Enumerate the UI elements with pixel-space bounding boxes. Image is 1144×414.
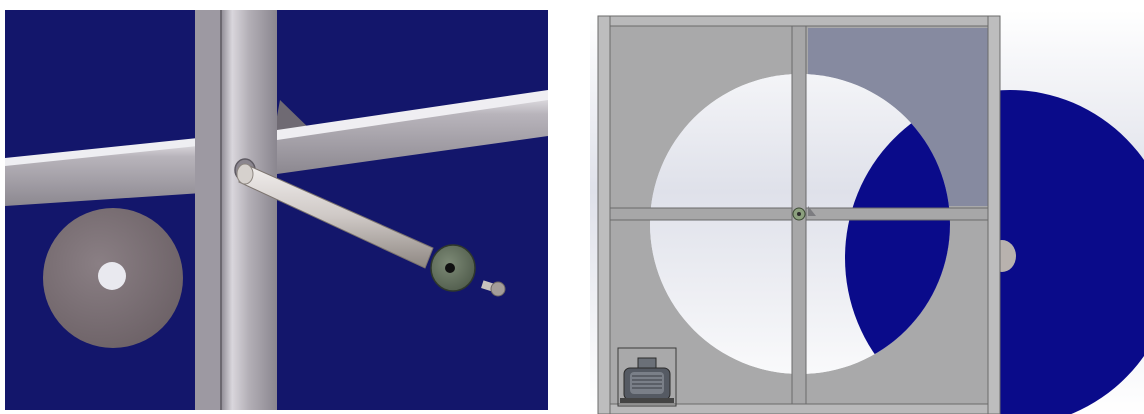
frame-tubes	[597, 15, 1001, 414]
assembly-closeup-view	[5, 10, 548, 410]
front-view-svg	[590, 10, 1144, 414]
washer	[430, 244, 476, 292]
assembly-front-view	[590, 10, 1144, 414]
center-bushing	[792, 206, 816, 221]
bolt	[481, 280, 506, 297]
closeup-svg	[5, 10, 548, 410]
background-disc	[43, 208, 183, 348]
vertical-bar	[195, 10, 277, 410]
horizontal-bar-left	[5, 136, 217, 206]
horizontal-bar-right	[277, 90, 548, 174]
motor	[617, 347, 677, 407]
shaft	[236, 163, 434, 269]
